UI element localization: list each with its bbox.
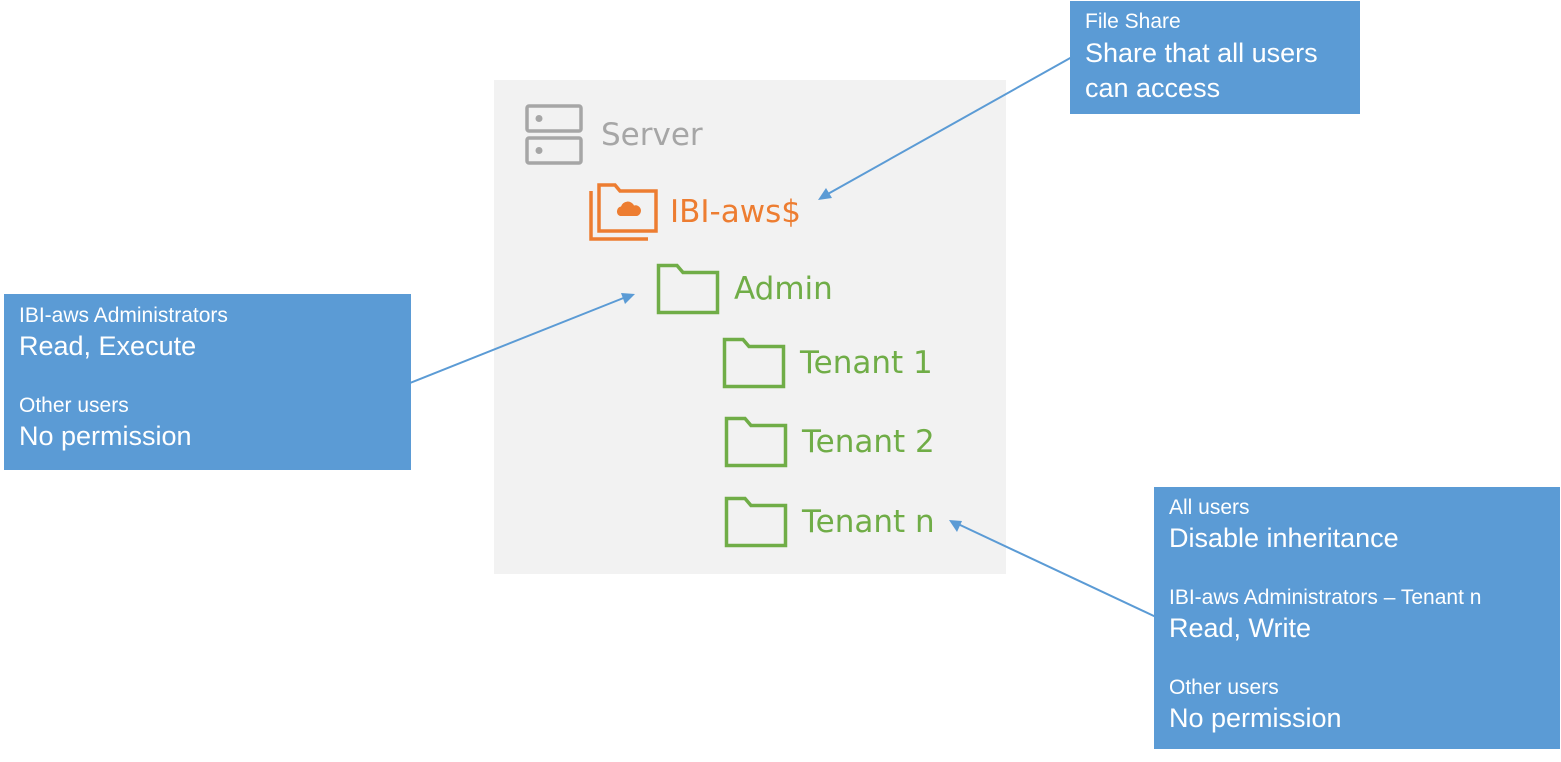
admin-permissions-callout: IBI-aws Administrators Read, Execute Oth… <box>4 294 411 470</box>
arrowhead-tenant-n <box>949 520 962 532</box>
server-icon <box>525 104 583 166</box>
arrow-file-share <box>825 56 1073 196</box>
folder-admin-label: Admin <box>734 271 833 307</box>
callout-text: can access <box>1085 73 1221 103</box>
folder-tenant-2[interactable]: Tenant 2 <box>724 416 935 468</box>
group-permission: No permission <box>19 421 192 451</box>
group-title: Other users <box>1169 676 1279 699</box>
share-label: IBI-aws$ <box>670 194 801 230</box>
cloud-folder-icon <box>588 181 660 243</box>
callout-text: Share that all users <box>1085 38 1318 68</box>
folder-icon <box>724 416 788 468</box>
folder-tenant-n[interactable]: Tenant n <box>724 496 935 548</box>
folder-icon <box>724 496 788 548</box>
server-label: Server <box>601 117 703 153</box>
arrow-admin <box>409 296 627 384</box>
folder-tenant-1[interactable]: Tenant 1 <box>722 337 933 389</box>
file-share-callout: File Share Share that all users can acce… <box>1070 1 1360 114</box>
folder-icon <box>656 263 720 315</box>
folder-tenant-label: Tenant 2 <box>802 424 935 460</box>
server-node: Server <box>525 104 703 166</box>
folder-icon <box>722 337 786 389</box>
group-title: All users <box>1169 496 1250 519</box>
group-title: IBI-aws Administrators <box>19 304 228 327</box>
callout-title: File Share <box>1085 10 1181 33</box>
folder-tenant-label: Tenant 1 <box>800 345 933 381</box>
folder-admin[interactable]: Admin <box>656 263 833 315</box>
arrowhead-admin <box>621 293 635 304</box>
group-title: IBI-aws Administrators – Tenant n <box>1169 586 1482 609</box>
group-title: Other users <box>19 394 129 417</box>
group-permission: No permission <box>1169 703 1342 733</box>
share-node[interactable]: IBI-aws$ <box>588 181 801 243</box>
arrow-tenant-n <box>957 523 1157 618</box>
tenant-permissions-callout: All users Disable inheritance IBI-aws Ad… <box>1154 487 1560 749</box>
group-permission: Read, Execute <box>19 331 197 361</box>
group-permission: Read, Write <box>1169 613 1312 643</box>
group-permission: Disable inheritance <box>1169 523 1399 553</box>
arrowhead-file-share <box>818 188 832 200</box>
folder-tenant-label: Tenant n <box>802 504 935 540</box>
